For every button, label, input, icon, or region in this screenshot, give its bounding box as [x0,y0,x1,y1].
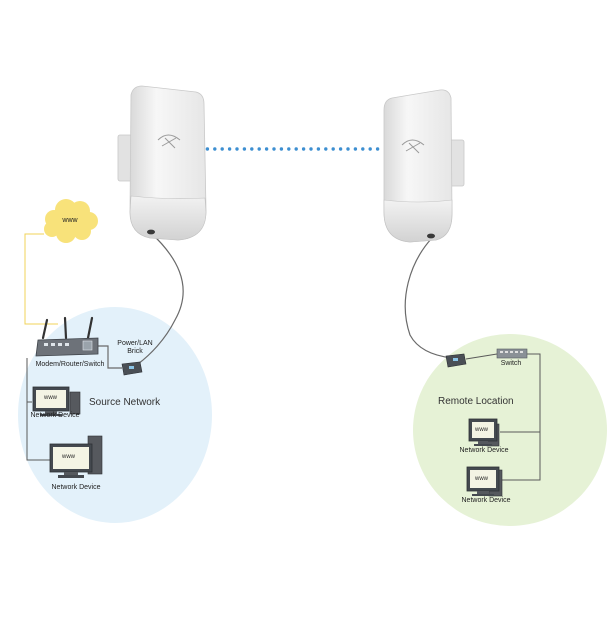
link-dot [368,147,372,151]
network-device-label-3: Network Device [459,447,509,454]
link-dot [205,147,210,151]
cloud-label: www [62,217,78,224]
network-device-label-4: Network Device [461,497,511,504]
wireless-link [198,147,380,151]
network-device-label-2: Network Device [51,484,101,491]
link-dot [287,147,291,151]
wire-switch-devices [500,353,541,433]
link-dot [213,147,217,151]
screen-text-2: www [62,454,75,460]
wire-brick-switch [465,353,498,360]
cable-right-ap [404,237,453,359]
link-dot [235,147,239,151]
switch-label: Switch [500,360,522,367]
wire-switch-device-2 [500,432,541,481]
internet-line [24,233,58,325]
link-dot [331,147,335,151]
computer-right-1-icon [468,418,500,447]
wire-router-devices [26,358,50,461]
computer-left-2-icon [49,435,103,478]
link-dot [250,147,254,151]
network-device-label-1: Network Device [30,412,80,419]
cable-left-ap [137,231,184,365]
link-dot [227,147,232,151]
link-dot [346,147,350,151]
link-dot [220,147,224,151]
link-dot [338,147,343,151]
link-dot [257,147,261,151]
link-dot [361,147,365,151]
link-dot [279,147,284,151]
router-label: Modem/Router/Switch [35,361,105,368]
link-dot [301,147,306,151]
computer-right-2-icon [466,466,503,497]
link-dot [324,147,328,151]
source-network-label: Source Network [89,397,161,408]
remote-location-label: Remote Location [438,396,514,407]
link-dot [353,147,358,151]
brick-label: Power/LAN Brick [117,340,153,356]
link-dot [309,147,313,151]
screen-text-4: www [475,476,488,482]
link-dot [242,147,247,151]
link-dot [272,147,276,151]
access-point-right-icon [383,89,465,243]
power-brick-right-icon [445,353,467,368]
power-brick-left-icon [121,361,143,376]
remote-location-zone [413,334,607,526]
link-dot [264,147,269,151]
access-point-left-icon [117,85,207,241]
cable-router-brick [98,345,122,369]
screen-text-1: www [44,395,57,401]
computer-left-1-icon [32,386,81,416]
link-dot [375,147,380,151]
screen-text-3: www [475,427,488,433]
router-icon [35,316,99,357]
switch-icon [496,348,528,359]
link-dot [316,147,321,151]
link-dot [294,147,298,151]
internet-cloud [44,199,98,243]
